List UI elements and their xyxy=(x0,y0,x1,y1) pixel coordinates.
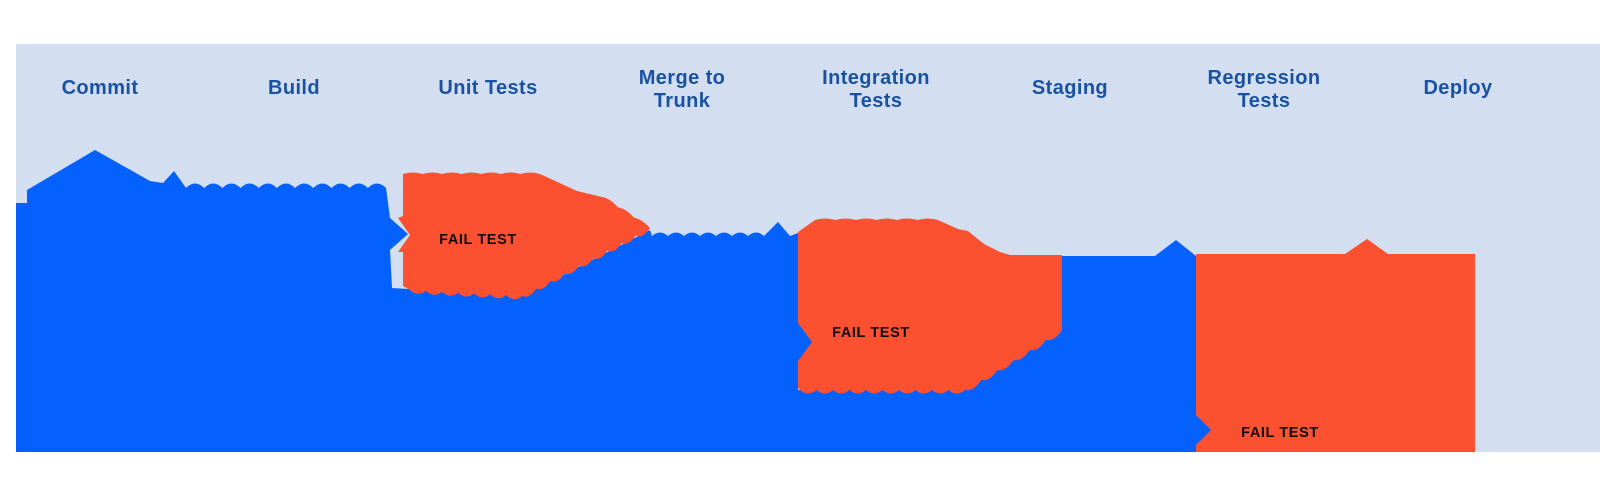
stage-label-merge-to-trunk: Merge to Trunk xyxy=(639,67,726,112)
stage-label-integration-tests-line2: Tests xyxy=(850,90,903,112)
stage-label-merge-to-trunk-line1: Merge to xyxy=(639,67,726,89)
stage-label-integration-tests: Integration Tests xyxy=(822,67,930,112)
fail-region-unit-tests xyxy=(398,172,650,300)
stage-label-regression-tests-line2: Tests xyxy=(1238,90,1291,112)
stage-label-integration-tests-line1: Integration xyxy=(822,67,930,89)
stage-label-staging: Staging xyxy=(1032,77,1108,99)
stage-label-regression-tests: Regression Tests xyxy=(1208,67,1321,112)
stage-label-commit: Commit xyxy=(62,77,139,99)
stage-label-regression-tests-line1: Regression xyxy=(1208,67,1321,89)
fail-region-integration-tests xyxy=(798,218,1062,394)
fail-test-label-unit-tests: FAIL TEST xyxy=(439,232,517,248)
fail-region-regression-tests xyxy=(1196,239,1475,452)
stage-label-merge-to-trunk-line2: Trunk xyxy=(654,90,711,112)
pipeline-flow-shape xyxy=(16,150,1213,452)
fail-test-label-integration-tests: FAIL TEST xyxy=(832,325,910,341)
stage-label-build: Build xyxy=(268,77,320,99)
fail-test-label-regression-tests: FAIL TEST xyxy=(1241,425,1319,441)
stage-label-deploy: Deploy xyxy=(1423,77,1493,99)
stage-label-unit-tests: Unit Tests xyxy=(438,77,537,99)
